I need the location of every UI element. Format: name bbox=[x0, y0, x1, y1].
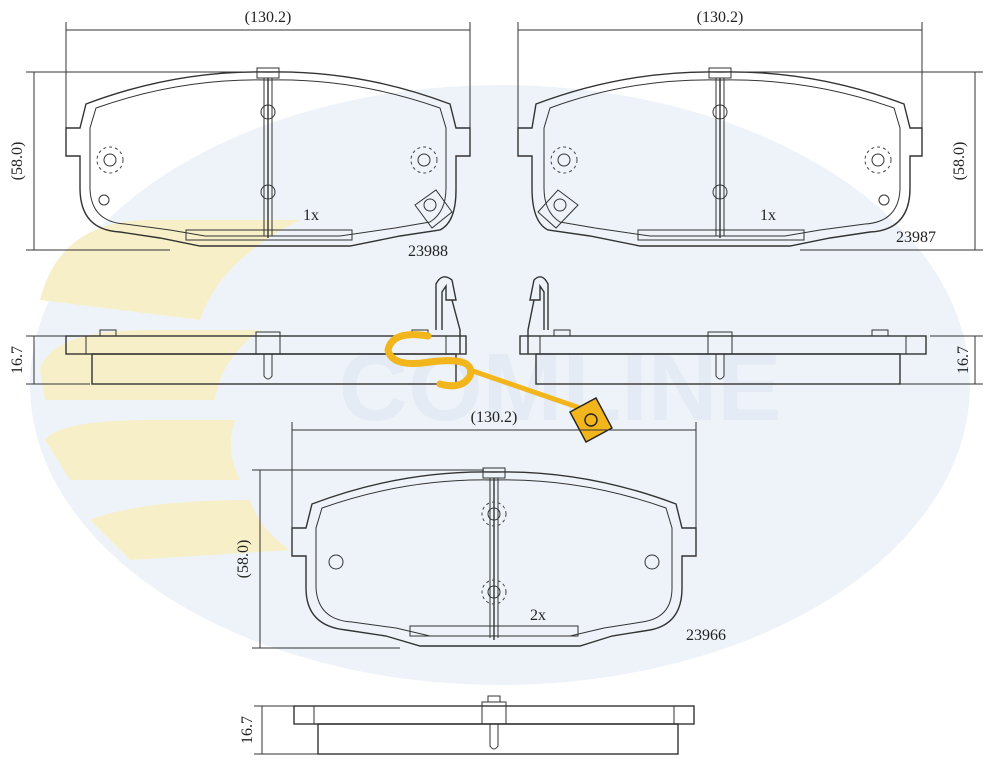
height-dim-label: (58.0) bbox=[235, 540, 252, 579]
part-number-label: 23987 bbox=[896, 229, 936, 246]
part-number-label: 23966 bbox=[686, 627, 726, 644]
comline-badge-icon bbox=[384, 331, 613, 443]
width-dimension: (130.2) bbox=[291, 409, 697, 530]
quantity-label: 2x bbox=[530, 607, 546, 624]
width-dim-label: (130.2) bbox=[697, 9, 744, 26]
quantity-label: 1x bbox=[760, 207, 776, 224]
height-dimension: (58.0) bbox=[235, 469, 484, 649]
thickness-dim-label: 16.7 bbox=[9, 346, 26, 374]
badge-tag-hole bbox=[584, 413, 598, 427]
watermark-brand-text: COMLINE bbox=[339, 334, 782, 441]
width-dimension: (130.2) bbox=[65, 9, 471, 128]
part-number-label: 23988 bbox=[408, 243, 448, 260]
watermark-logo: COMLINE bbox=[30, 85, 970, 685]
watermark-stripe bbox=[45, 420, 240, 480]
width-dimension: (130.2) bbox=[517, 9, 923, 128]
watermark-stripe bbox=[40, 330, 260, 400]
watermark-stripe bbox=[90, 500, 290, 560]
height-dimension: (58.0) bbox=[9, 71, 260, 251]
side-view-bottom: 16.7 bbox=[239, 695, 695, 755]
side-view-right: 16.7 bbox=[519, 276, 983, 385]
height-dim-label: (58.0) bbox=[951, 142, 968, 181]
height-dimension: (58.0) bbox=[728, 71, 983, 251]
side-view-left: 16.7 bbox=[9, 276, 467, 385]
pad-outline bbox=[517, 71, 923, 247]
pad-top-left: (130.2) (58.0) 1x 23988 bbox=[9, 9, 471, 260]
width-dim-label: (130.2) bbox=[245, 9, 292, 26]
thickness-dim-label: 16.7 bbox=[955, 346, 972, 374]
watermark-stripe bbox=[40, 220, 300, 320]
height-dim-label: (58.0) bbox=[9, 142, 26, 181]
thickness-dim-label: 16.7 bbox=[239, 716, 256, 744]
quantity-label: 1x bbox=[303, 207, 319, 224]
badge-wire bbox=[467, 367, 583, 411]
badge-tag bbox=[569, 397, 613, 443]
pad-outline bbox=[65, 71, 471, 247]
pad-bottom: (130.2) (58.0) 2x 23966 bbox=[235, 409, 726, 649]
pad-top-right: (130.2) (58.0) 1x 23987 bbox=[517, 9, 983, 251]
width-dim-label: (130.2) bbox=[471, 409, 518, 426]
badge-wire bbox=[384, 331, 475, 390]
pad-outline bbox=[291, 471, 697, 647]
